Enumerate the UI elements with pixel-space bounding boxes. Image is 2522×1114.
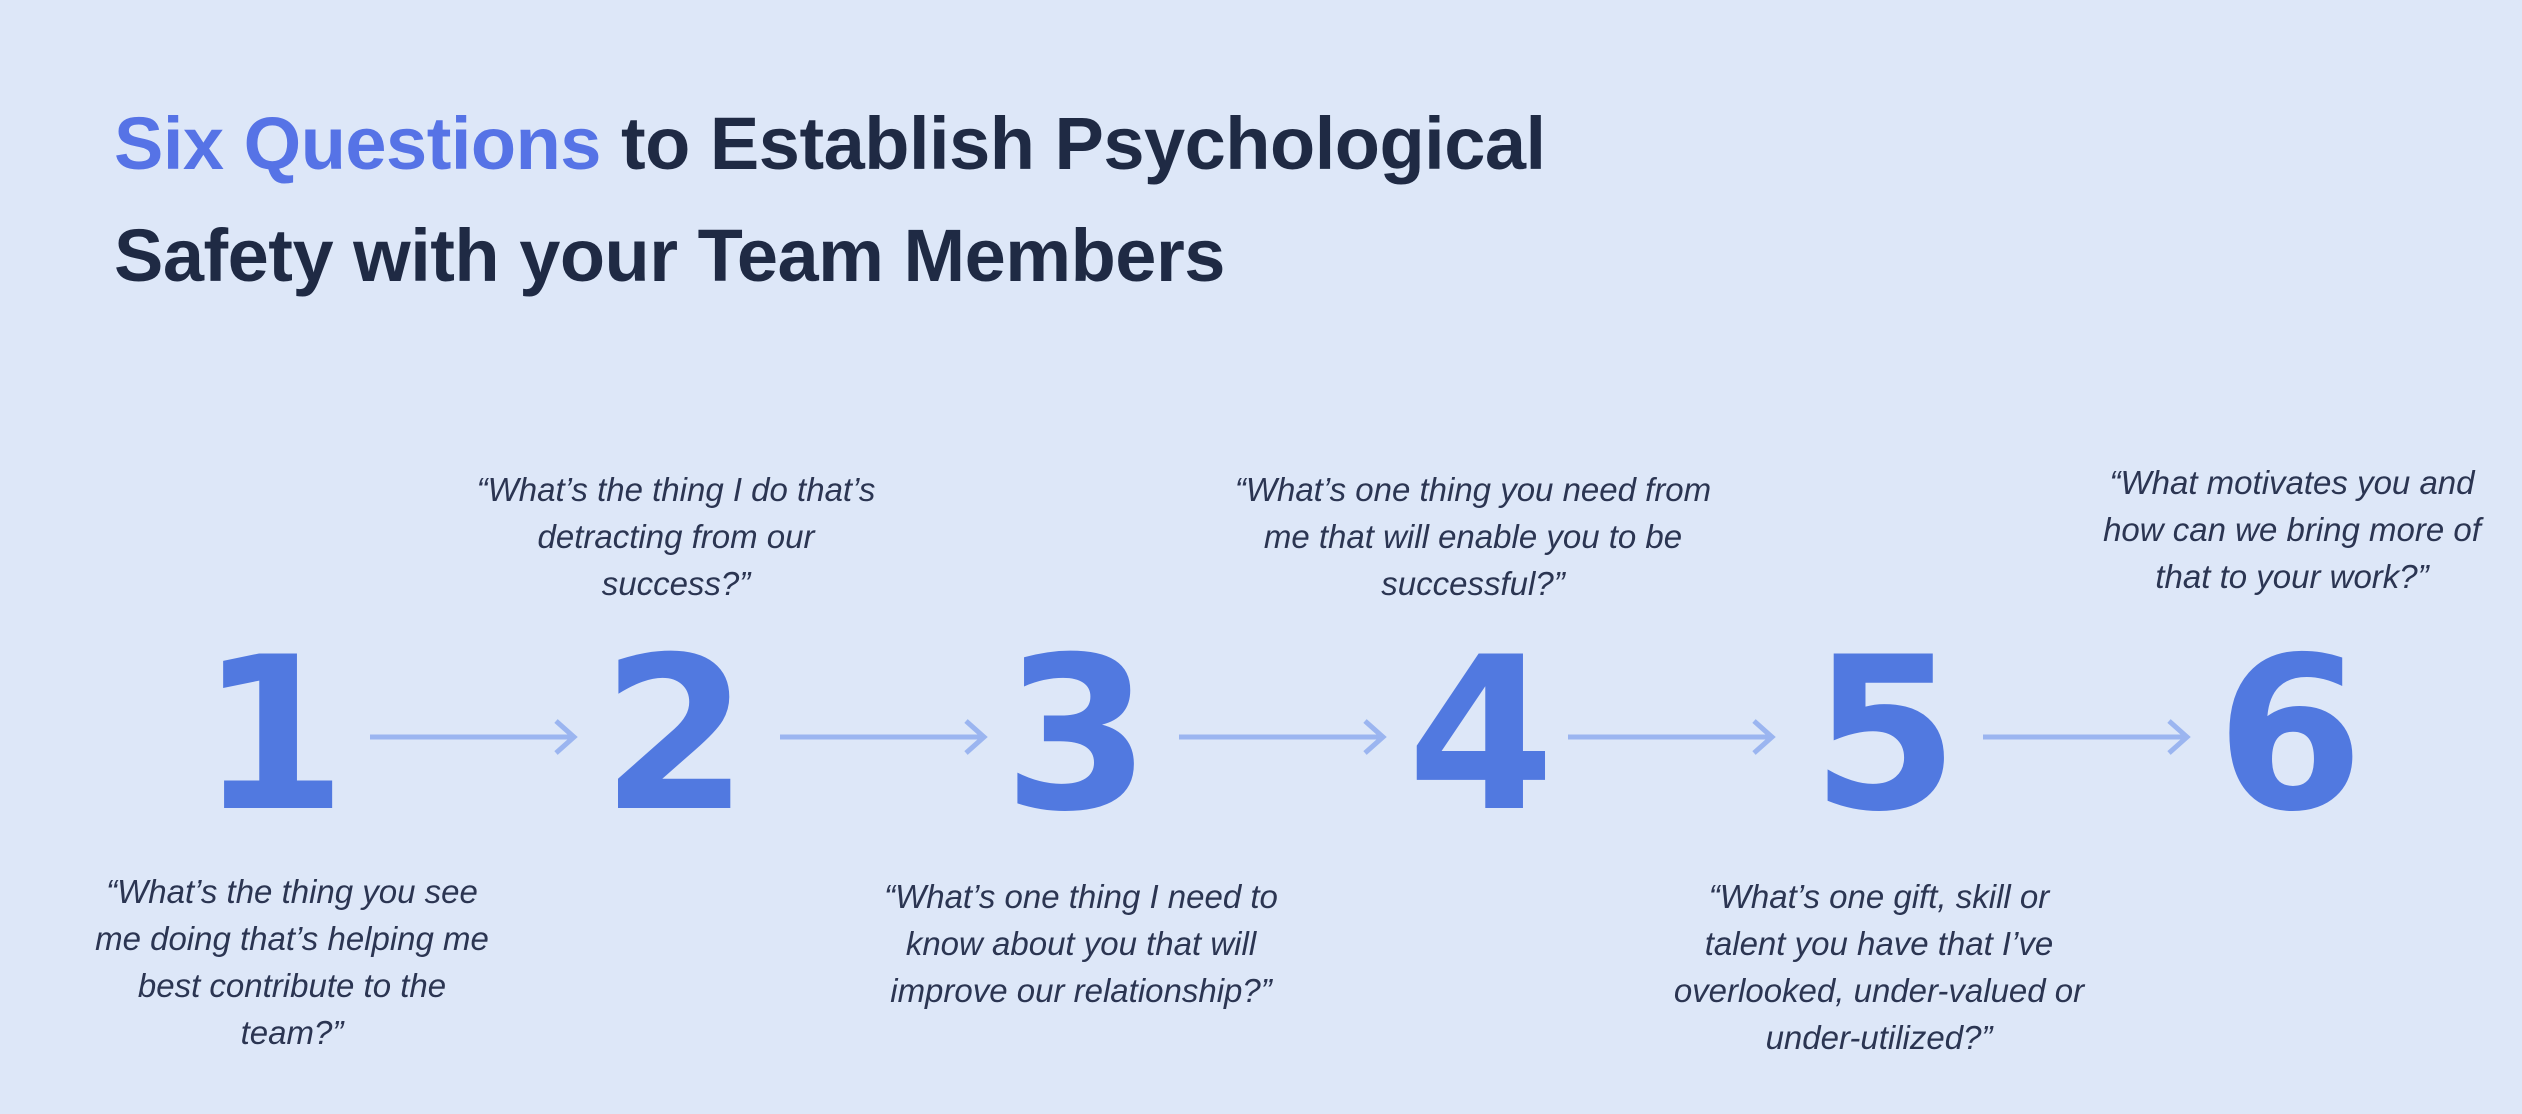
arrow-right-icon [1179,719,1387,755]
title-line-2: Safety with your Team Members [114,214,1225,297]
question-line: successful?” [1381,565,1565,602]
question-line: improve our relationship?” [890,972,1272,1009]
question-line: me doing that’s helping me [95,920,489,957]
arrow-right-icon [370,719,578,755]
question-line: that to your work?” [2155,558,2429,595]
title-accent: Six Questions [114,102,601,185]
question-6: “What motivates you and how can we bring… [1992,459,2522,600]
step-number-3: 3 [1003,611,1151,858]
question-line: “What’s one gift, skill or [1708,878,2050,915]
question-line: detracting from our [537,518,815,555]
step-number-6: 6 [2216,611,2364,858]
page-title: Six Questions to Establish Psychological… [114,88,1546,312]
question-line: success?” [601,565,751,602]
question-line: “What’s the thing I do that’s [476,471,876,508]
question-line: under-utilized?” [1765,1019,1993,1056]
question-line: “What motivates you and [2109,464,2475,501]
question-line: “What’s the thing you see [106,873,478,910]
question-line: team?” [240,1014,344,1051]
question-1: “What’s the thing you see me doing that’… [0,868,592,1056]
arrow-right-icon [1983,719,2191,755]
step-number-2: 2 [601,611,749,858]
question-3: “What’s one thing I need to know about y… [781,873,1381,1014]
title-line-1: Six Questions to Establish Psychological [114,88,1546,200]
arrow-right-icon [1568,719,1776,755]
question-line: overlooked, under-valued or [1673,972,2085,1009]
question-line: me that will enable you to be [1263,518,1683,555]
arrow-right-icon [780,719,988,755]
title-rest: to Establish Psychological [600,102,1546,185]
step-number-4: 4 [1407,611,1555,858]
step-number-5: 5 [1811,611,1959,858]
question-5: “What’s one gift, skill or talent you ha… [1579,873,2179,1061]
question-line: “What’s one thing I need to [884,878,1278,915]
question-line: know about you that will [905,925,1257,962]
question-line: how can we bring more of [2103,511,2481,548]
question-2: “What’s the thing I do that’s detracting… [376,466,976,607]
step-number-1: 1 [199,611,347,858]
question-4: “What’s one thing you need from me that … [1173,466,1773,607]
question-line: talent you have that I’ve [1704,925,2054,962]
question-line: “What’s one thing you need from [1234,471,1712,508]
question-line: best contribute to the [137,967,447,1004]
